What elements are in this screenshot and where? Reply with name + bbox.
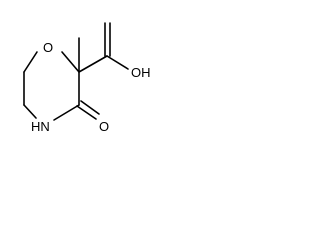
bond-carbonyl-double-1 (76, 105, 97, 120)
bond-quaternary-c-carboxyl-c (78, 55, 108, 73)
bond-carboxyl-c-oh (106, 55, 129, 70)
ring-oxygen-label: O (43, 40, 53, 55)
bond-ch2-nh (23, 104, 37, 119)
hydroxyl-label: OH (131, 65, 151, 80)
background (0, 0, 160, 148)
carbonyl-oxygen-label: O (99, 119, 109, 134)
bond-nh-carbonyl-c (53, 104, 80, 121)
ring-nitrogen-label: HN (31, 119, 50, 134)
chemical-structure: O HN O OH (0, 0, 160, 148)
bond-o-ch2 (23, 51, 38, 73)
bond-carbonyl-double-2 (80, 100, 100, 115)
bond-quaternary-c-o (61, 51, 80, 73)
